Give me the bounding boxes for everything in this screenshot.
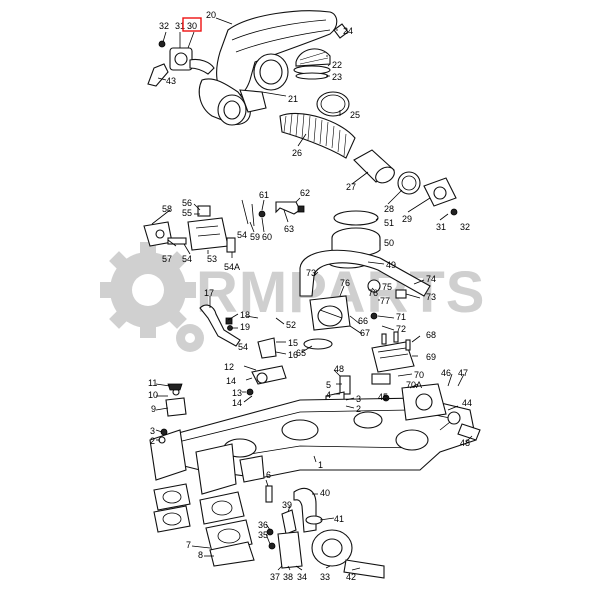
label-part-6[interactable]: 6	[266, 470, 271, 480]
gear-icon	[100, 242, 204, 352]
lower-assembly	[265, 485, 385, 579]
label-part-22[interactable]: 22	[332, 60, 342, 70]
label-part-42[interactable]: 42	[346, 572, 356, 582]
label-part-54[interactable]: 54	[182, 254, 192, 264]
label-part-53[interactable]: 53	[207, 254, 217, 264]
label-part-65[interactable]: 65	[296, 348, 306, 358]
label-part-34[interactable]: 34	[297, 572, 307, 582]
label-part-63[interactable]: 63	[284, 224, 294, 234]
label-part-71[interactable]: 71	[396, 312, 406, 322]
highlight-box	[182, 17, 202, 32]
label-part-54A[interactable]: 54A	[224, 262, 240, 272]
label-part-31b[interactable]: 31	[436, 222, 446, 232]
label-part-39[interactable]: 39	[282, 500, 292, 510]
label-part-21[interactable]: 21	[288, 94, 298, 104]
label-part-31[interactable]: 31	[175, 21, 185, 31]
label-part-49[interactable]: 49	[386, 260, 396, 270]
label-part-70A[interactable]: 70A	[406, 380, 422, 390]
label-part-56[interactable]: 56	[182, 198, 192, 208]
gaskets	[153, 483, 255, 567]
label-part-16[interactable]: 16	[288, 350, 298, 360]
label-part-2[interactable]: 2	[356, 404, 361, 414]
label-part-41[interactable]: 41	[334, 514, 344, 524]
label-part-14-b[interactable]: 14	[232, 398, 242, 408]
intake-manifold	[149, 383, 481, 495]
label-part-19[interactable]: 19	[240, 322, 250, 332]
label-part-74[interactable]: 74	[426, 274, 436, 284]
label-part-59[interactable]: 59	[250, 232, 260, 242]
label-part-73-b[interactable]: 73	[426, 292, 436, 302]
label-part-32[interactable]: 32	[159, 21, 169, 31]
label-part-72[interactable]: 72	[396, 324, 406, 334]
air-intake-assembly	[147, 10, 458, 216]
label-part-14[interactable]: 14	[226, 376, 236, 386]
label-part-61[interactable]: 61	[259, 190, 269, 200]
label-part-28[interactable]: 28	[384, 204, 394, 214]
label-part-73[interactable]: 73	[306, 268, 316, 278]
label-part-46[interactable]: 46	[441, 368, 451, 378]
leader-lines	[151, 17, 473, 571]
label-part-37[interactable]: 37	[270, 572, 280, 582]
label-part-32b[interactable]: 32	[460, 222, 470, 232]
label-part-76[interactable]: 76	[340, 278, 350, 288]
label-part-33[interactable]: 33	[320, 572, 330, 582]
label-part-48-b[interactable]: 48	[460, 438, 470, 448]
label-part-75[interactable]: 75	[382, 282, 392, 292]
label-part-5[interactable]: 5	[326, 380, 331, 390]
label-part-4[interactable]: 4	[326, 390, 331, 400]
label-part-54-c[interactable]: 54	[238, 342, 248, 352]
label-part-36[interactable]: 36	[258, 520, 268, 530]
label-part-26[interactable]: 26	[292, 148, 302, 158]
label-part-8[interactable]: 8	[198, 550, 203, 560]
label-part-20[interactable]: 20	[206, 10, 216, 20]
label-part-1[interactable]: 1	[318, 460, 323, 470]
label-part-40[interactable]: 40	[320, 488, 330, 498]
label-part-30[interactable]: 30	[187, 21, 197, 31]
label-part-70[interactable]: 70	[414, 370, 424, 380]
label-part-67[interactable]: 67	[360, 328, 370, 338]
label-part-17[interactable]: 17	[204, 288, 214, 298]
label-part-27[interactable]: 27	[346, 182, 356, 192]
label-part-69[interactable]: 69	[426, 352, 436, 362]
label-part-29[interactable]: 29	[402, 214, 412, 224]
label-part-43[interactable]: 43	[166, 76, 176, 86]
label-part-47[interactable]: 47	[458, 368, 468, 378]
label-part-15[interactable]: 15	[288, 338, 298, 348]
label-part-62[interactable]: 62	[300, 188, 310, 198]
label-part-57[interactable]: 57	[162, 254, 172, 264]
label-part-52[interactable]: 52	[286, 320, 296, 330]
label-part-38[interactable]: 38	[283, 572, 293, 582]
label-part-10[interactable]: 10	[148, 390, 158, 400]
label-part-24[interactable]: 24	[343, 26, 353, 36]
label-part-3[interactable]: 3	[356, 394, 361, 404]
label-part-58[interactable]: 58	[162, 204, 172, 214]
label-part-12[interactable]: 12	[224, 362, 234, 372]
label-part-18[interactable]: 18	[240, 310, 250, 320]
label-part-51[interactable]: 51	[384, 218, 394, 228]
label-part-13[interactable]: 13	[232, 388, 242, 398]
label-part-68[interactable]: 68	[426, 330, 436, 340]
label-part-77[interactable]: 77	[380, 296, 390, 306]
label-part-50[interactable]: 50	[384, 238, 394, 248]
label-part-60[interactable]: 60	[262, 232, 272, 242]
part-labels: 32 31 30 20 24 22 23 43 21 25 26 27 28 2…	[148, 10, 472, 582]
label-part-45[interactable]: 45	[378, 392, 388, 402]
label-part-76-b[interactable]: 76	[368, 288, 378, 298]
label-part-55[interactable]: 55	[182, 208, 192, 218]
label-part-25[interactable]: 25	[350, 110, 360, 120]
middle-assembly	[143, 199, 431, 411]
label-part-54-b[interactable]: 54	[237, 230, 247, 240]
label-part-66[interactable]: 66	[358, 316, 368, 326]
label-part-9[interactable]: 9	[151, 404, 156, 414]
label-part-35[interactable]: 35	[258, 530, 268, 540]
label-part-7[interactable]: 7	[186, 540, 191, 550]
label-part-23[interactable]: 23	[332, 72, 342, 82]
label-part-48[interactable]: 48	[334, 364, 344, 374]
label-part-44[interactable]: 44	[462, 398, 472, 408]
label-part-3-b[interactable]: 3	[150, 426, 155, 436]
label-part-2-b[interactable]: 2	[150, 436, 155, 446]
label-part-11[interactable]: 11	[148, 378, 157, 388]
